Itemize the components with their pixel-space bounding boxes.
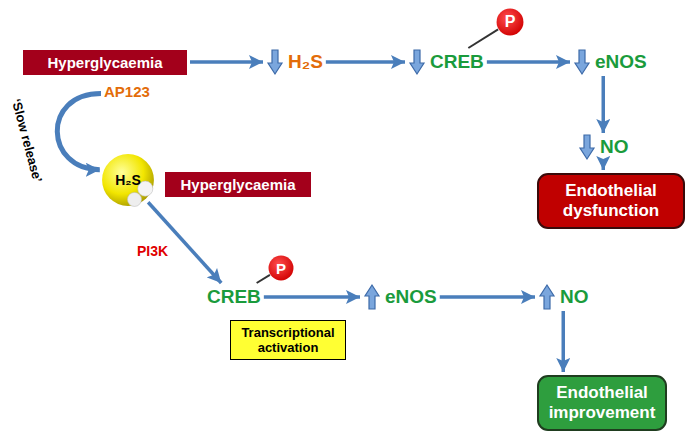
pathway-arrow — [148, 202, 221, 283]
molecule-label: H₂S — [266, 51, 323, 73]
pathway-arrow — [326, 60, 405, 64]
edge-label: ‘Slow release’ — [9, 97, 46, 184]
phospho-circle: P — [268, 255, 294, 281]
molecule-label: NO — [538, 286, 589, 308]
pathway-arrow — [264, 295, 360, 299]
note-box: Transcriptional activation — [230, 320, 346, 360]
bond-line — [257, 275, 270, 283]
node-text: CREB — [207, 286, 261, 308]
drug-label: AP123 — [104, 83, 150, 100]
node-text: H₂S — [115, 172, 141, 188]
increase-arrow — [540, 285, 554, 309]
protein-label: CREB — [207, 286, 261, 308]
node-text: NO — [600, 136, 629, 158]
node-text: P — [505, 13, 516, 31]
pathway-arrow — [602, 76, 606, 133]
edge-label: PI3K — [137, 243, 168, 259]
h2s-sphere: H₂S — [101, 153, 155, 207]
condition-box: Hyperglycaemia — [23, 50, 187, 75]
curved-arrow — [57, 94, 101, 170]
phospho-circle: P — [496, 8, 524, 36]
node-text: Transcriptional activation — [235, 325, 341, 355]
pathway-arrow — [440, 295, 535, 299]
node-text: Hyperglycaemia — [171, 176, 305, 193]
enzyme-label: eNOS — [573, 51, 647, 73]
decrease-arrow — [268, 50, 282, 74]
decrease-arrow — [575, 50, 589, 74]
node-text: eNOS — [595, 51, 647, 73]
molecule-label: NO — [578, 136, 629, 158]
pathway-arrow — [602, 161, 606, 170]
node-text: Hyperglycaemia — [29, 54, 181, 71]
decrease-arrow — [410, 50, 424, 74]
outcome-box: Endothelial dysfunction — [537, 173, 685, 229]
decrease-arrow — [580, 135, 594, 159]
node-text: Endothelial improvement — [545, 383, 659, 423]
protein-label: CREB — [408, 51, 484, 73]
bond-line — [468, 29, 498, 48]
outcome-box: Endothelial improvement — [537, 375, 667, 431]
node-text: AP123 — [104, 83, 150, 100]
node-text: NO — [560, 286, 589, 308]
node-text: P — [276, 260, 286, 277]
pathway-arrow — [190, 60, 263, 64]
node-text: eNOS — [385, 286, 437, 308]
condition-box: Hyperglycaemia — [165, 172, 311, 197]
increase-arrow — [365, 285, 379, 309]
pathway-arrow — [487, 60, 570, 64]
enzyme-label: eNOS — [363, 286, 437, 308]
pathway-arrow — [562, 311, 566, 372]
node-text: CREB — [430, 51, 484, 73]
node-text: Endothelial dysfunction — [545, 181, 677, 221]
node-text: H₂S — [288, 51, 323, 73]
